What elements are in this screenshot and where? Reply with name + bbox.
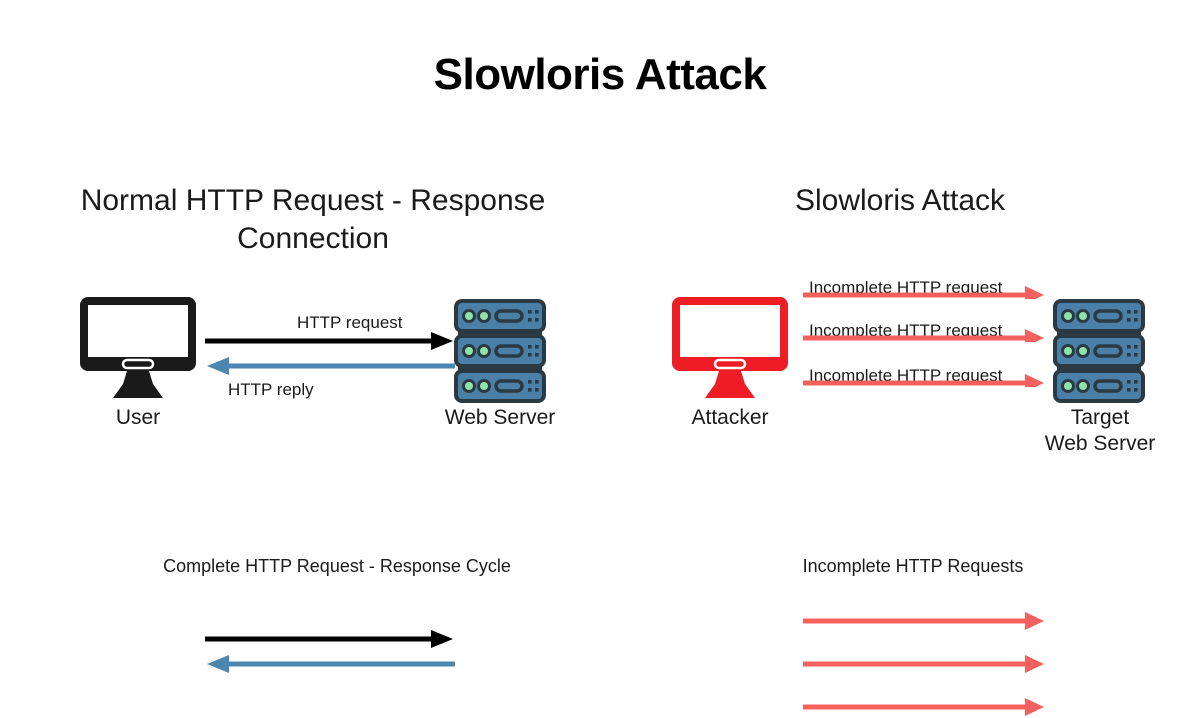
flow-label-http-request: HTTP request <box>297 313 403 332</box>
monitor-icon-attacker <box>671 296 789 400</box>
node-label-target-line1: Target <box>1070 406 1130 429</box>
panel-heading-normal: Normal HTTP Request - Response Connectio… <box>80 184 546 256</box>
legend-arrow-request <box>205 630 453 648</box>
flow-label-incomplete-3: Incomplete HTTP request <box>809 366 1003 385</box>
flow-arrow-http-request <box>205 332 453 350</box>
legend-caption-complete-cycle: Complete HTTP Request - Response Cycle <box>163 556 511 576</box>
server-rack-icon-target <box>1051 299 1147 403</box>
flow-label-incomplete-2: Incomplete HTTP request <box>809 321 1003 340</box>
legend-caption-incomplete-requests: Incomplete HTTP Requests <box>802 556 1024 576</box>
panel-heading-slowloris: Slowloris Attack <box>794 184 1006 217</box>
node-label-attacker: Attacker <box>691 406 769 429</box>
legend-arrow-incomplete-3 <box>803 698 1044 716</box>
legend-arrow-incomplete-2 <box>803 655 1044 673</box>
monitor-icon-user <box>79 296 197 400</box>
legend-arrow-reply <box>207 655 455 673</box>
flow-label-incomplete-1: Incomplete HTTP request <box>809 278 1003 297</box>
flow-label-http-reply: HTTP reply <box>228 380 314 399</box>
node-label-target-line2: Web Server <box>1044 432 1156 456</box>
node-label-web-server: Web Server <box>444 406 556 429</box>
node-label-user: User <box>115 406 161 429</box>
flow-arrow-http-reply <box>207 357 455 375</box>
legend-arrow-incomplete-1 <box>803 612 1044 630</box>
server-rack-icon-web <box>452 299 548 403</box>
page-title: Slowloris Attack <box>433 50 767 99</box>
node-label-target-web-server: Target Web Server <box>1010 405 1190 458</box>
